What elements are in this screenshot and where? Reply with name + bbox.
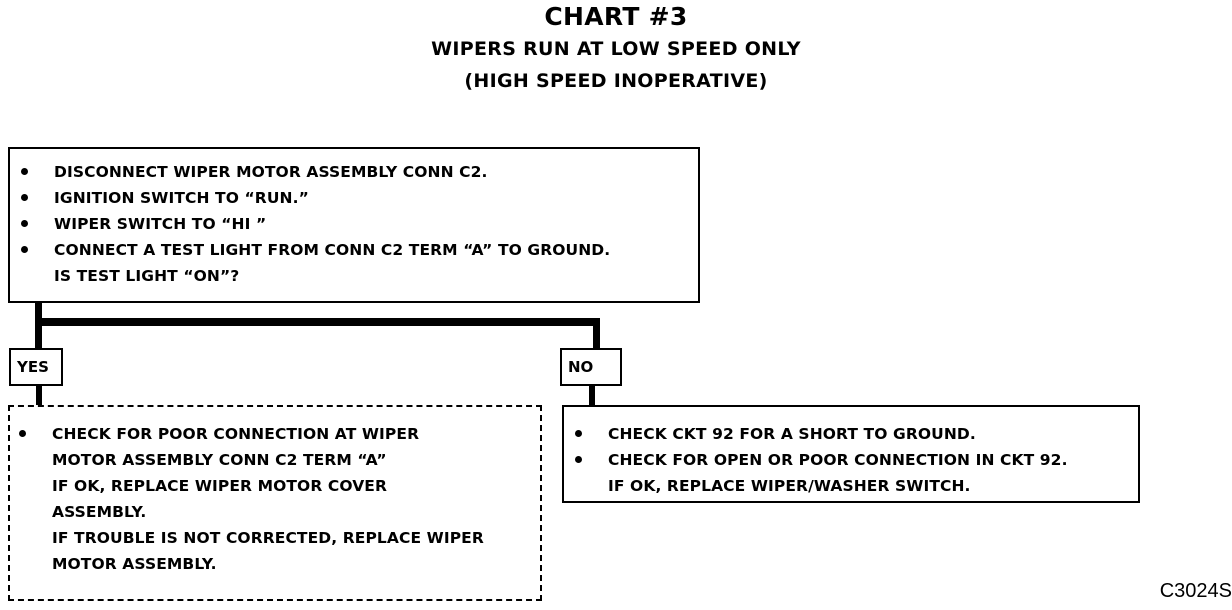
connector-branch-line — [35, 318, 600, 326]
start-step-item: IGNITION SWITCH TO “RUN.” — [21, 185, 698, 211]
no-action-item: CHECK CKT 92 FOR A SHORT TO GROUND. — [575, 421, 1138, 447]
bullet-icon — [19, 430, 26, 437]
yes-action-line: MOTOR ASSEMBLY CONN C2 TERM “A” — [52, 451, 387, 469]
start-step-text: IGNITION SWITCH TO “RUN.” — [54, 189, 309, 207]
start-step-text: WIPER SWITCH TO “HI ” — [54, 215, 267, 233]
start-step-box: DISCONNECT WIPER MOTOR ASSEMBLY CONN C2.… — [8, 147, 700, 303]
yes-action-line: IF OK, REPLACE WIPER MOTOR COVER — [52, 477, 388, 495]
no-action-text: CHECK FOR OPEN OR POOR CONNECTION IN CKT… — [608, 451, 1068, 469]
no-action-item: CHECK FOR OPEN OR POOR CONNECTION IN CKT… — [575, 447, 1138, 473]
start-step-item: WIPER SWITCH TO “HI ” — [21, 211, 698, 237]
no-action-line: IF OK, REPLACE WIPER/WASHER SWITCH. — [608, 477, 971, 495]
yes-action-line: ASSEMBLY. — [52, 503, 147, 521]
yes-action-line: MOTOR ASSEMBLY. — [52, 555, 217, 573]
yes-action-item: CHECK FOR POOR CONNECTION AT WIPER — [19, 421, 540, 447]
chart-title: CHART #3 — [544, 2, 688, 31]
chart-subtitle-condition: (HIGH SPEED INOPERATIVE) — [464, 70, 768, 92]
no-branch-label: NO — [560, 348, 622, 386]
bullet-icon — [575, 456, 582, 463]
connector-line — [589, 386, 595, 405]
test-question: IS TEST LIGHT “ON”? — [54, 267, 240, 285]
figure-code: C3024S — [1159, 580, 1232, 602]
no-action-box: CHECK CKT 92 FOR A SHORT TO GROUND. CHEC… — [562, 405, 1140, 503]
start-step-item: CONNECT A TEST LIGHT FROM CONN C2 TERM “… — [21, 237, 698, 263]
bullet-icon — [21, 246, 28, 253]
yes-branch-label: YES — [9, 348, 63, 386]
connector-line — [593, 318, 600, 348]
bullet-icon — [575, 430, 582, 437]
start-step-text: CONNECT A TEST LIGHT FROM CONN C2 TERM “… — [54, 241, 611, 259]
yes-action-line: IF TROUBLE IS NOT CORRECTED, REPLACE WIP… — [52, 529, 484, 547]
yes-action-box: CHECK FOR POOR CONNECTION AT WIPER MOTOR… — [8, 405, 542, 601]
bullet-icon — [21, 220, 28, 227]
bullet-icon — [21, 194, 28, 201]
yes-action-text: CHECK FOR POOR CONNECTION AT WIPER — [52, 425, 420, 443]
bullet-icon — [21, 168, 28, 175]
no-action-text: CHECK CKT 92 FOR A SHORT TO GROUND. — [608, 425, 976, 443]
start-step-item: DISCONNECT WIPER MOTOR ASSEMBLY CONN C2. — [21, 159, 698, 185]
connector-line — [36, 386, 42, 405]
start-step-text: DISCONNECT WIPER MOTOR ASSEMBLY CONN C2. — [54, 163, 488, 181]
chart-subtitle: WIPERS RUN AT LOW SPEED ONLY — [431, 38, 801, 60]
